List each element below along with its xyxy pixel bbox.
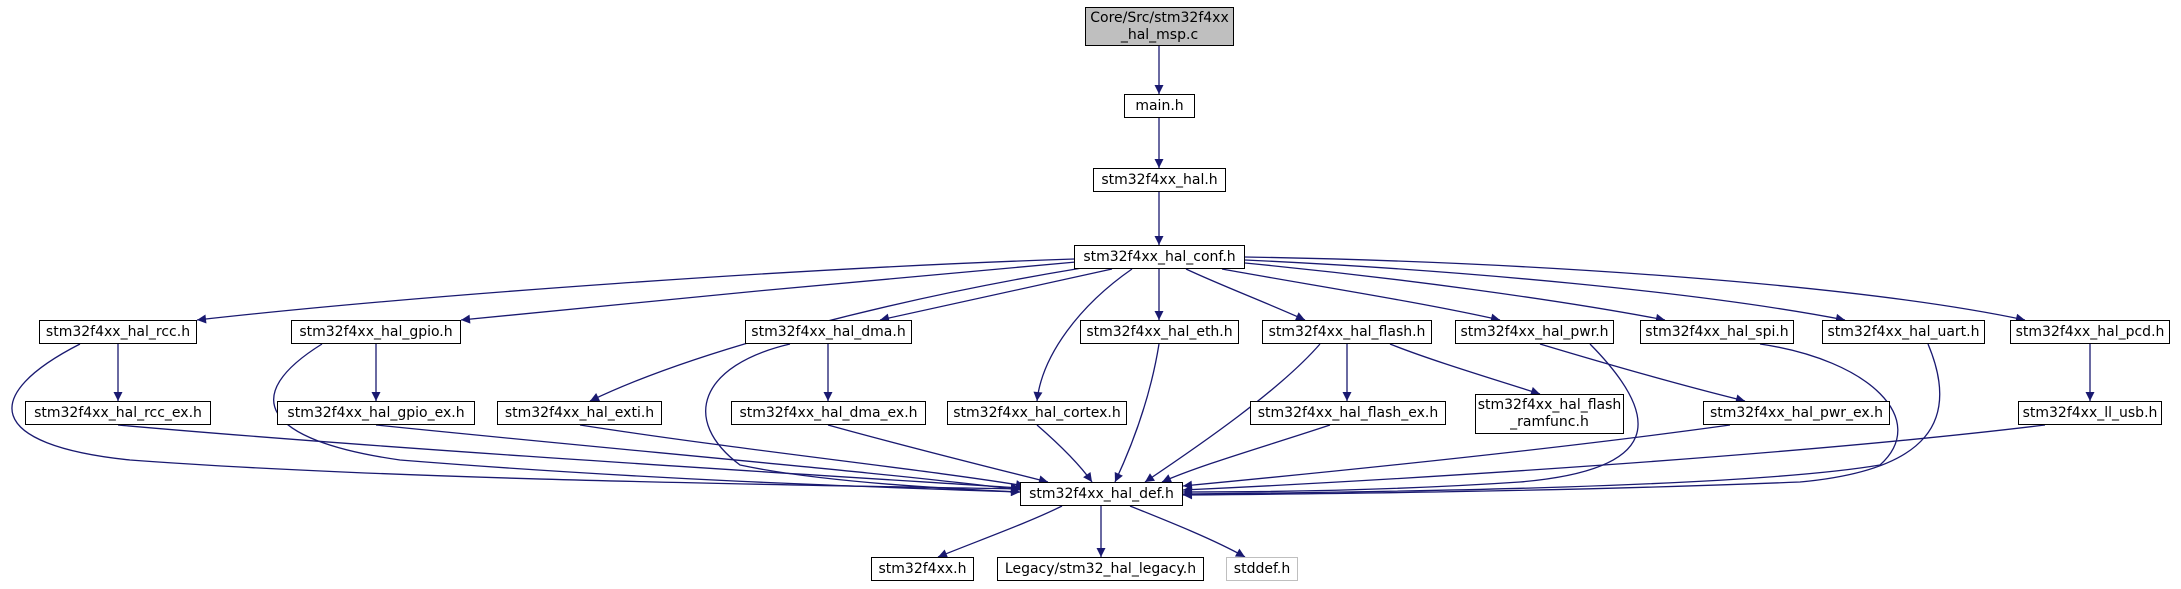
edge-conf-pcd <box>1244 256 2026 323</box>
node-stm32f4xx-ll-usb-h[interactable]: stm32f4xx_ll_usb.h <box>2018 401 2162 425</box>
node-stm32f4xx-hal-exti-h[interactable]: stm32f4xx_hal_exti.h <box>497 401 662 425</box>
node-stm32f4xx-hal-dma-h[interactable]: stm32f4xx_hal_dma.h <box>745 320 912 344</box>
node-stm32f4xx-hal-flash-ramfunc-h[interactable]: stm32f4xx_hal_flash _ramfunc.h <box>1475 394 1624 434</box>
node-stm32f4xx-hal-def-h[interactable]: stm32f4xx_hal_def.h <box>1020 482 1183 506</box>
node-stm32f4xx-hal-spi-h[interactable]: stm32f4xx_hal_spi.h <box>1640 320 1794 344</box>
node-stm32f4xx-hal-cortex-h[interactable]: stm32f4xx_hal_cortex.h <box>947 401 1127 425</box>
node-stm32f4xx-hal-h[interactable]: stm32f4xx_hal.h <box>1093 168 1226 192</box>
node-stm32f4xx-hal-eth-h[interactable]: stm32f4xx_hal_eth.h <box>1080 320 1239 344</box>
edge-conf-rcc <box>196 258 1075 324</box>
edge-conf-uart <box>1244 259 1846 323</box>
node-stm32f4xx-hal-conf-h[interactable]: stm32f4xx_hal_conf.h <box>1074 245 1245 269</box>
edge-pwrex-def <box>1182 424 1731 490</box>
edge-dma-def <box>705 343 1021 497</box>
edge-pwr-pwrex <box>1539 343 1746 404</box>
node-stm32f4xx-hal-flash-h[interactable]: stm32f4xx_hal_flash.h <box>1262 320 1432 344</box>
edge-flash-ramfunc <box>1389 343 1541 396</box>
edge-cortex-def <box>1036 424 1093 483</box>
node-stm32f4xx-hal-flash-ex-h[interactable]: stm32f4xx_hal_flash_ex.h <box>1250 401 1446 425</box>
edge-rccex-def <box>117 424 1021 492</box>
node-stm32f4xx-hal-pcd-h[interactable]: stm32f4xx_hal_pcd.h <box>2010 320 2170 344</box>
node-stddef-h: stddef.h <box>1226 557 1298 581</box>
edge-gpio-def <box>273 343 1021 497</box>
edge-eth-def <box>1114 343 1160 483</box>
node-stm32f4xx-hal-pwr-ex-h[interactable]: stm32f4xx_hal_pwr_ex.h <box>1703 401 1890 425</box>
node-stm32f4xx-hal-rcc-h[interactable]: stm32f4xx_hal_rcc.h <box>39 320 197 344</box>
edge-llusb-def <box>1182 424 2046 495</box>
edge-gpioex-def <box>375 424 1021 494</box>
edge-conf-flash <box>1185 268 1306 321</box>
edge-spi-def <box>1182 343 1899 499</box>
node-root-hal-msp-c: Core/Src/stm32f4xx _hal_msp.c <box>1085 7 1234 46</box>
node-stm32f4xx-hal-gpio-ex-h[interactable]: stm32f4xx_hal_gpio_ex.h <box>277 401 475 425</box>
edge-rcc-def <box>11 343 1021 494</box>
edge-conf-spi <box>1244 262 1666 323</box>
edge-exti-def <box>579 424 1026 489</box>
edge-conf-pwr <box>1221 268 1501 323</box>
node-main-h[interactable]: main.h <box>1124 94 1195 118</box>
edge-pwr-def <box>1182 343 1639 497</box>
node-stm32f4xx-hal-uart-h[interactable]: stm32f4xx_hal_uart.h <box>1822 320 1985 344</box>
node-stm32f4xx-hal-gpio-h[interactable]: stm32f4xx_hal_gpio.h <box>291 320 461 344</box>
edge-def-stm32f4xx <box>937 505 1063 558</box>
edge-conf-gpio <box>460 261 1077 324</box>
edge-conf-dma <box>879 268 1113 323</box>
edge-def-stddef <box>1129 505 1246 558</box>
edge-conf-cortex <box>1033 268 1133 402</box>
edge-flashex-def <box>1161 424 1331 483</box>
node-stm32f4xx-hal-rcc-ex-h[interactable]: stm32f4xx_hal_rcc_ex.h <box>25 401 211 425</box>
edge-flash-def <box>1144 343 1321 483</box>
node-legacy-stm32-hal-legacy-h[interactable]: Legacy/stm32_hal_legacy.h <box>997 557 1204 581</box>
node-stm32f4xx-h[interactable]: stm32f4xx.h <box>871 557 974 581</box>
edge-dmaex-def <box>827 424 1049 485</box>
node-stm32f4xx-hal-dma-ex-h[interactable]: stm32f4xx_hal_dma_ex.h <box>731 401 926 425</box>
node-stm32f4xx-hal-pwr-h[interactable]: stm32f4xx_hal_pwr.h <box>1455 320 1614 344</box>
edge-uart-def <box>1182 343 1941 500</box>
